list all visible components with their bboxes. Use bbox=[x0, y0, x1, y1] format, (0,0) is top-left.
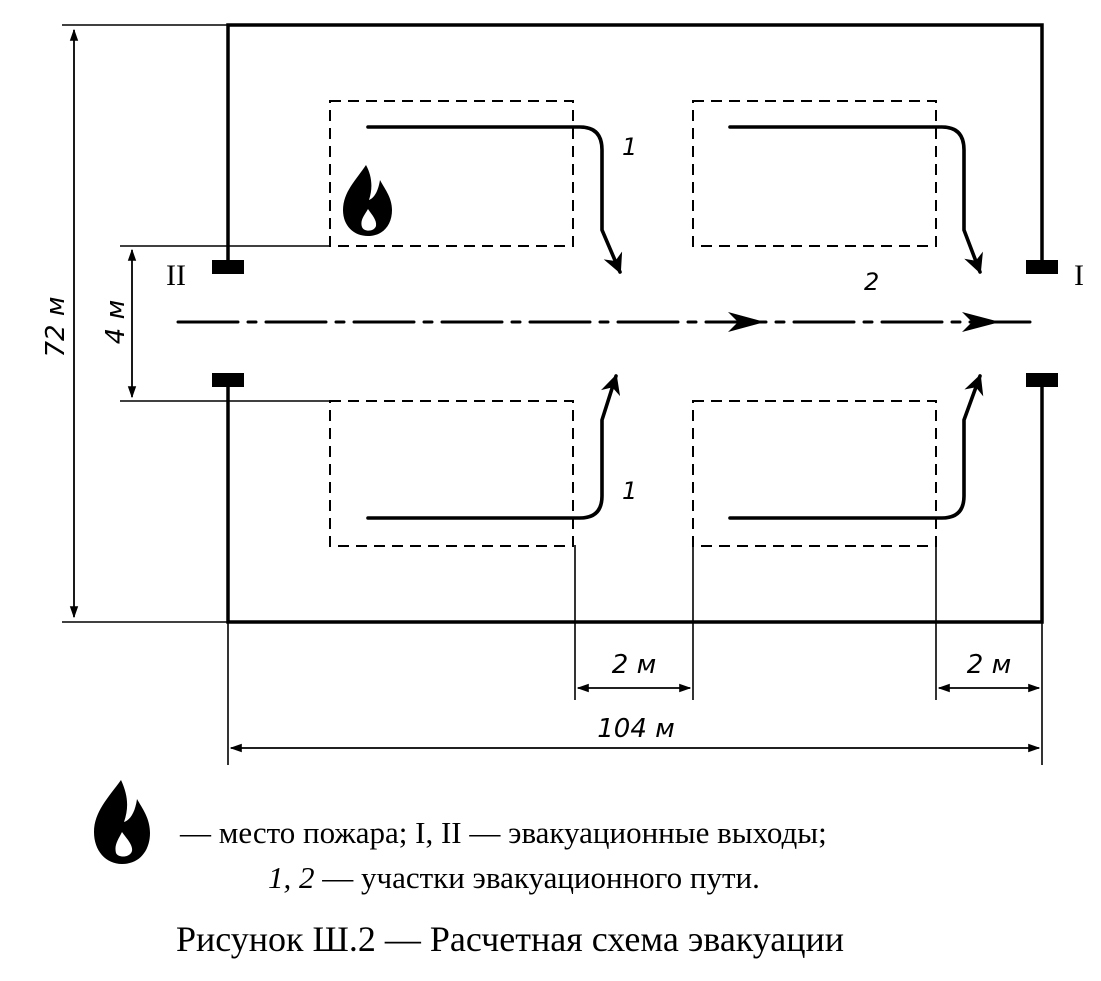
exit-label-right: I bbox=[1074, 259, 1084, 292]
rooms bbox=[329, 100, 937, 547]
dim-label-72m: 72 м bbox=[41, 297, 71, 358]
dim-label-4m: 4 м bbox=[101, 300, 131, 344]
route-upper-right bbox=[728, 125, 983, 274]
corridor-arrow-end bbox=[962, 312, 1000, 332]
route-lower-left bbox=[366, 374, 621, 520]
room-upper-left bbox=[329, 100, 574, 247]
room-upper-right bbox=[692, 100, 937, 247]
exit-blocks bbox=[212, 260, 1058, 387]
legend-line-1-text: — место пожара; I, II — эвакуационные вы… bbox=[180, 815, 827, 850]
upper-wall bbox=[226, 23, 1044, 262]
route-label-corridor: 2 bbox=[864, 268, 879, 296]
exit-block-left-bottom bbox=[212, 373, 244, 387]
evacuation-paths bbox=[176, 125, 1040, 520]
dim-label-2m-right: 2 м bbox=[967, 650, 1011, 680]
exit-label-left: II bbox=[166, 259, 186, 292]
legend-line-2: 1, 2 — участки эвакуационного пути. bbox=[268, 860, 760, 896]
legend-fire-icon bbox=[94, 780, 150, 864]
route-label-lower: 1 bbox=[622, 477, 637, 505]
fire-icon bbox=[343, 165, 392, 236]
dimension-lines bbox=[69, 28, 1041, 753]
corridor-arrow-mid bbox=[728, 312, 765, 332]
corridor-arrowheads bbox=[728, 312, 1000, 332]
lower-wall bbox=[226, 385, 1044, 624]
exit-block-left-top bbox=[212, 260, 244, 274]
extension-lines bbox=[62, 24, 1043, 765]
legend-route-numbers: 1, 2 bbox=[268, 860, 315, 895]
figure-caption: Рисунок Ш.2 — Расчетная схема эвакуации bbox=[176, 919, 845, 959]
dim-label-104m: 104 м bbox=[597, 714, 675, 744]
legend-line-1: — место пожара; I, II — эвакуационные вы… bbox=[180, 815, 827, 851]
dim-label-2m-mid: 2 м bbox=[612, 650, 656, 680]
exit-block-right-bottom bbox=[1026, 373, 1058, 387]
legend-line-2-text: — участки эвакуационного пути. bbox=[314, 860, 760, 895]
route-label-upper: 1 bbox=[622, 133, 637, 161]
room-lower-left bbox=[329, 400, 574, 547]
room-lower-right bbox=[692, 400, 937, 547]
route-lower-right bbox=[728, 374, 984, 520]
exit-block-right-top bbox=[1026, 260, 1058, 274]
building-walls bbox=[226, 23, 1044, 624]
route-upper-left bbox=[366, 125, 623, 274]
